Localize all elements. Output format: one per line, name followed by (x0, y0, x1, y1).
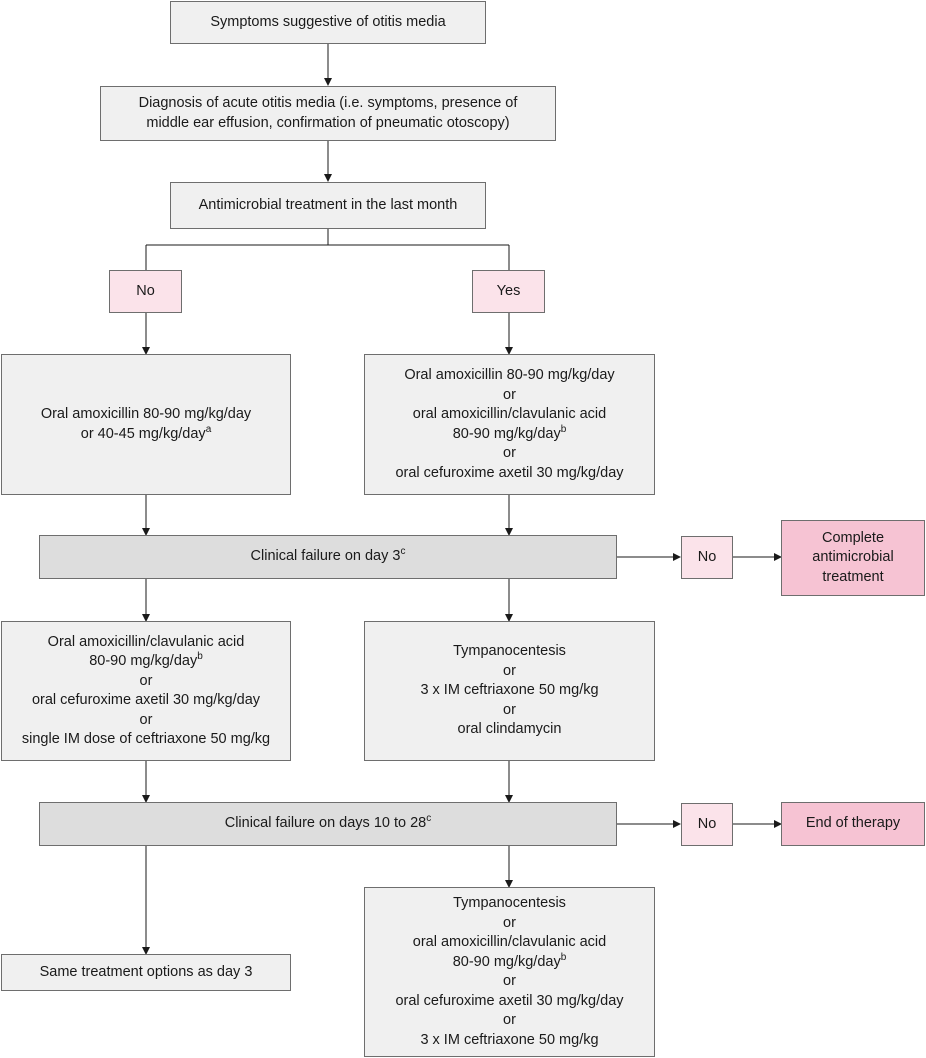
box-text-line: oral cefuroxime axetil 30 mg/kg/day (395, 464, 624, 481)
box-text-line: or (503, 914, 516, 931)
footnote-marker: b (560, 423, 567, 435)
box-text-line: Same treatment options as day 3 (39, 963, 253, 980)
box-text-line: middle ear effusion, confirmation of pne… (146, 114, 510, 131)
box-text-line: Oral amoxicillin 80-90 mg/kg/day (404, 367, 615, 383)
box-text-line: No (697, 548, 717, 565)
box-text-line: 3 x IM ceftriaxone 50 mg/kg (420, 682, 599, 699)
box-text-line: or (503, 662, 516, 679)
box-text-line: or (139, 672, 153, 689)
box-text-line: single IM dose of ceftriaxone 50 mg/kg (21, 731, 271, 747)
failure-day3-box: Clinical failure on day 3c (39, 535, 617, 579)
treatment-yes-box: Oral amoxicillin 80-90 mg/kg/day or oral a… (364, 354, 655, 495)
footnote-marker: a (205, 423, 212, 435)
failure-day10-box: Clinical failure on days 10 to 28c (39, 802, 617, 846)
answer-yes-box: Yes (472, 270, 545, 313)
box-text-line: oral amoxicillin/clavulanic acid (412, 406, 607, 422)
box-text-line: Diagnosis of acute otitis media (i.e. sy… (138, 95, 518, 111)
day10-no-box: No (681, 803, 733, 846)
day3-no-box: No (681, 536, 733, 579)
box-text-line: or (503, 973, 516, 989)
box-text-line: Clinical failure on days 10 to 28c (224, 813, 432, 832)
box-text-line: or (503, 445, 516, 461)
box-text-line: oral cefuroxime axetil 30 mg/kg/day (31, 692, 261, 708)
box-text-line: Yes (496, 282, 521, 299)
footnote-marker: c (400, 546, 406, 558)
box-text-line: Tympanocentesis (453, 895, 566, 911)
answer-no-box: No (109, 270, 182, 313)
antimicrobial-question-box: Antimicrobial treatment in the last mont… (170, 182, 486, 229)
box-text-line: oral clindamycin (457, 721, 562, 738)
box-text-line: Clinical failure on day 3c (250, 546, 406, 565)
box-text-line: oral amoxicillin/clavulanic acid (412, 934, 607, 950)
diagnosis-box: Diagnosis of acute otitis media (i.e. sy… (100, 86, 556, 141)
box-text-line: No (697, 815, 717, 832)
box-text-line: Symptoms suggestive of otitis media (210, 13, 446, 30)
box-text-line: Complete (821, 529, 885, 546)
footnote-marker: b (197, 651, 203, 663)
same-treatment-box: Same treatment options as day 3 (1, 954, 291, 991)
box-text-line: antimicrobial (812, 549, 894, 566)
box-text-line: 3 x IM ceftriaxone 50 mg/kg (420, 1031, 599, 1048)
box-text-line: or (503, 386, 516, 403)
box-text-line: 80-90 mg/kg/dayb (89, 651, 203, 669)
complete-treatment-box: Complete antimicrobial treatment (781, 520, 925, 596)
day3-right-options-box: Tympanocentesis or 3 x IM ceftriaxone 50 m… (364, 621, 655, 761)
box-text-line: No (136, 282, 155, 299)
box-text-line: Antimicrobial treatment in the last mont… (198, 196, 458, 213)
symptoms-box: Symptoms suggestive of otitis media (170, 1, 486, 44)
box-text-line: oral cefuroxime axetil 30 mg/kg/day (395, 992, 624, 1009)
box-text-line: or (139, 711, 153, 728)
box-text-line: 80-90 mg/kg/dayb (452, 951, 567, 970)
footnote-marker: b (560, 951, 567, 963)
footnote-marker: c (426, 813, 432, 825)
box-text-line: 80-90 mg/kg/dayb (452, 423, 567, 442)
box-text-line: or 40-45 mg/kg/daya (80, 423, 212, 442)
box-text-line: End of therapy (805, 815, 901, 832)
box-text-line: treatment (822, 568, 884, 585)
box-text-line: or (503, 1012, 516, 1028)
day10-right-options-box: Tympanocentesis or oral amoxicillin/clavul… (364, 887, 655, 1057)
box-text-line: Oral amoxicillin 80-90 mg/kg/day (40, 406, 252, 422)
end-of-therapy-box: End of therapy (781, 802, 925, 846)
box-text-line: Tympanocentesis (453, 643, 566, 660)
box-text-line: Oral amoxicillin/clavulanic acid (47, 633, 245, 650)
box-text-line: or (503, 701, 516, 718)
